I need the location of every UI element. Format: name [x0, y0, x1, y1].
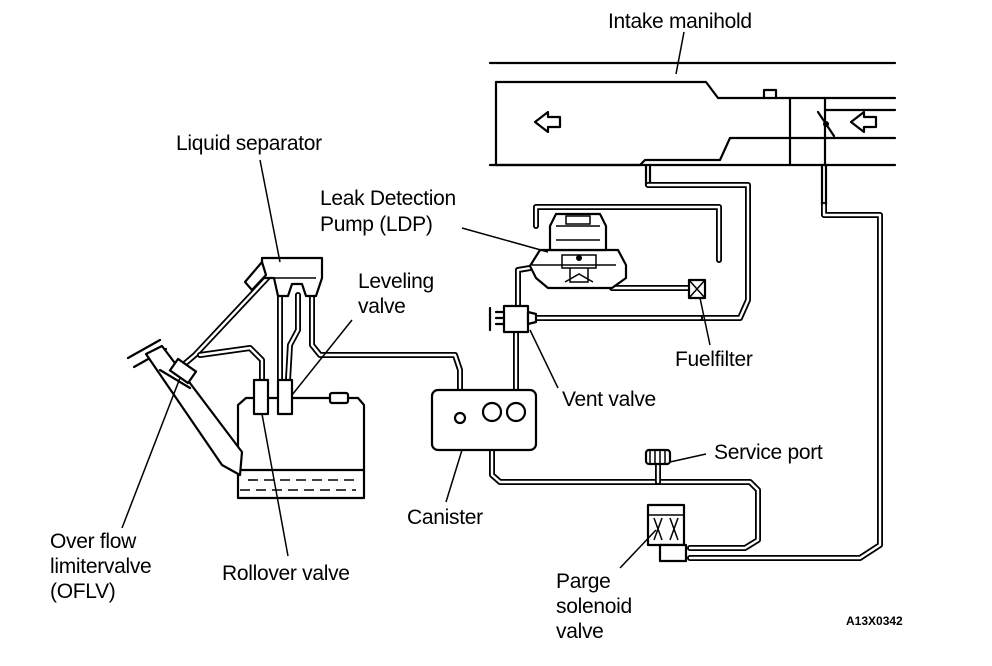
- filler-neck: [126, 338, 244, 477]
- label-purge-line1: Parge: [556, 570, 611, 593]
- fuel-filter: [687, 278, 707, 300]
- label-liquid-separator: Liquid separator: [176, 132, 322, 155]
- rollover-valve-body: [252, 378, 270, 416]
- label-intake-manifold: Intake manihold: [608, 10, 752, 33]
- leveling-valve-body: [276, 378, 294, 416]
- vent-valve: [488, 304, 538, 334]
- label-oflv-line2: limitervalve: [50, 555, 151, 578]
- canister: [430, 388, 538, 452]
- label-oflv-line3: (OFLV): [50, 580, 115, 603]
- figure-code: A13X0342: [846, 614, 903, 628]
- flow-arrow-icon: [533, 110, 562, 134]
- label-purge-line3: valve: [556, 620, 604, 643]
- fuel-tank: [236, 378, 366, 500]
- label-vent-valve: Vent valve: [562, 388, 656, 411]
- oflv-body: [168, 357, 198, 385]
- leak-detection-pump: [528, 212, 628, 290]
- label-service-port: Service port: [714, 441, 823, 464]
- label-oflv-line1: Over flow: [50, 530, 137, 553]
- label-ldp-line2: Pump (LDP): [320, 213, 433, 236]
- purge-solenoid-valve: [646, 503, 688, 563]
- label-leveling-line1: Leveling: [358, 270, 434, 293]
- leader-lines: [121, 31, 711, 569]
- label-purge-line2: solenoid: [556, 595, 632, 618]
- vapor-lines: [172, 182, 883, 561]
- service-port: [644, 448, 672, 466]
- label-canister: Canister: [407, 506, 483, 529]
- liquid-separator: [243, 256, 324, 298]
- label-fuel-filter: Fuelfilter: [675, 348, 753, 371]
- label-rollover-valve: Rollover valve: [222, 562, 350, 585]
- label-ldp-line1: Leak Detection: [320, 187, 456, 210]
- flow-arrow-icon: [849, 110, 878, 134]
- label-leveling-line2: valve: [358, 295, 406, 318]
- intake-manifold: [488, 61, 897, 207]
